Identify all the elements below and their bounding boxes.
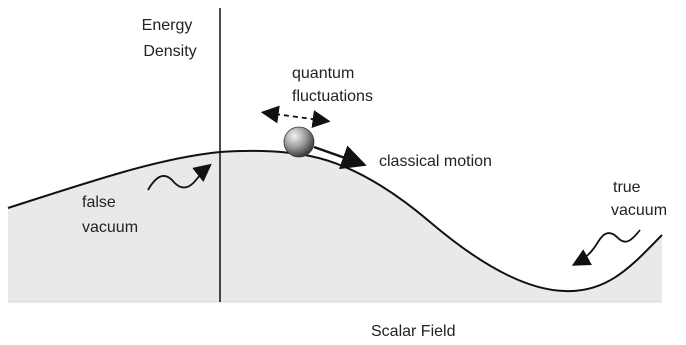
classical-motion-label: classical motion xyxy=(379,153,492,170)
quantum-label-line1: quantum xyxy=(292,65,354,82)
x-axis-label: Scalar Field xyxy=(371,323,455,340)
y-axis-label-line1: Energy xyxy=(142,17,193,34)
true-vacuum-label-line1: true xyxy=(613,179,641,196)
false-vacuum-label-line2: vacuum xyxy=(82,219,138,236)
true-vacuum-wavy-arrow-icon xyxy=(575,230,640,264)
true-vacuum-label-line2: vacuum xyxy=(611,202,667,219)
false-vacuum-label-line1: false xyxy=(82,194,116,211)
ball-icon xyxy=(284,127,314,157)
y-axis-label-line2: Density xyxy=(143,43,196,60)
quantum-label-line2: fluctuations xyxy=(292,88,373,105)
quantum-fluctuation-arrow-icon xyxy=(275,114,327,121)
